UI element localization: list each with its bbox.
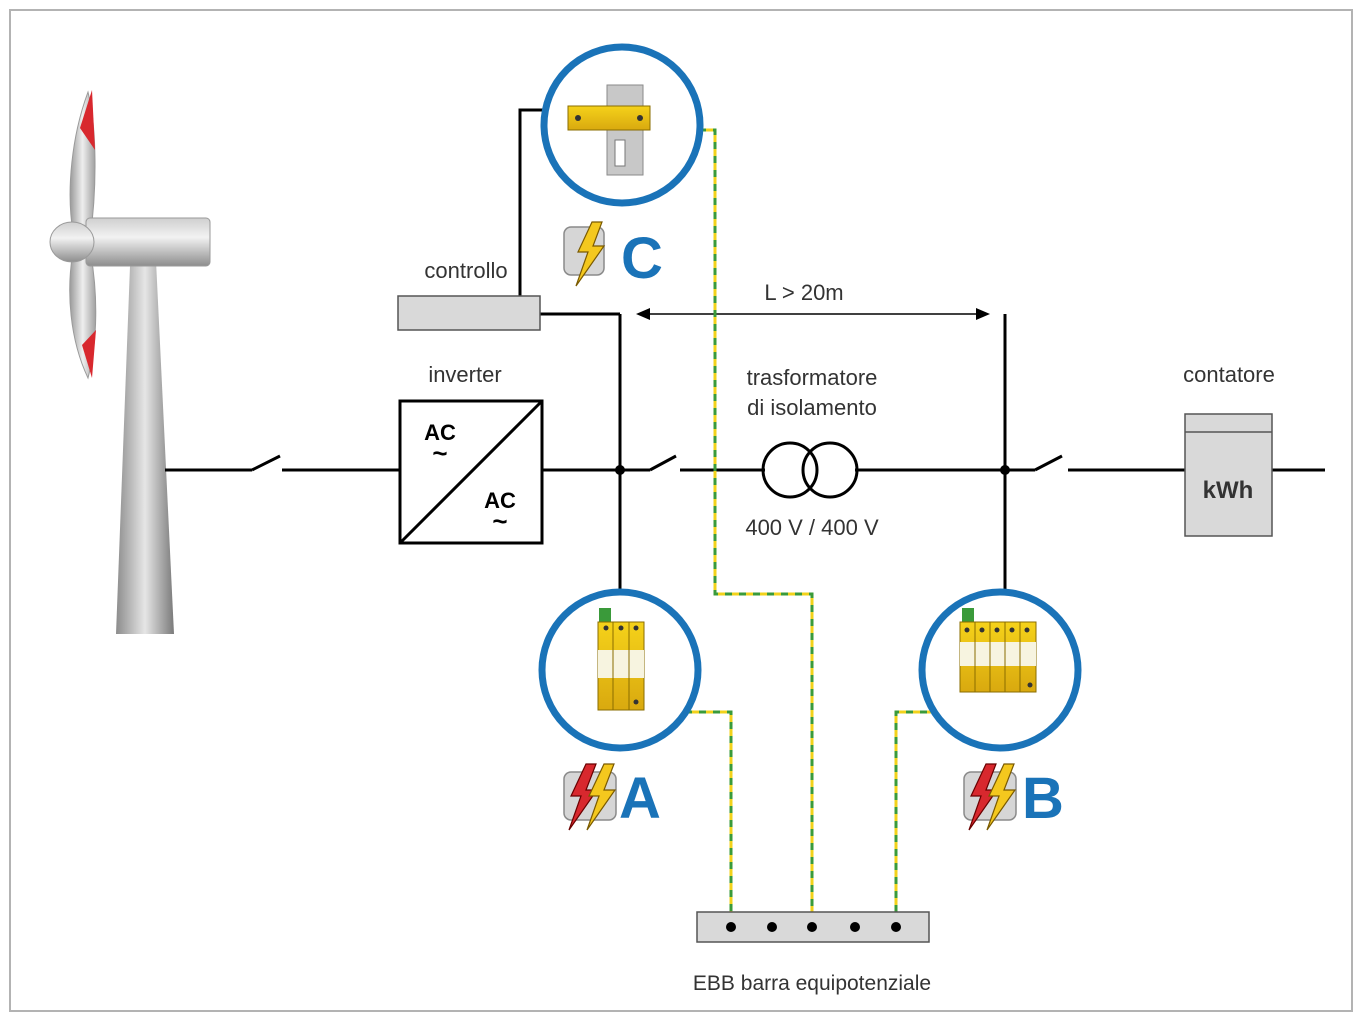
switch-1-icon (251, 454, 281, 472)
transformer-label-line2: di isolamento (747, 395, 877, 420)
wind-turbine-icon (49, 90, 211, 634)
inverter-ac-in-tilde: ~ (432, 438, 447, 468)
ebb-bar (696, 911, 930, 943)
switch-2-icon (649, 454, 677, 472)
distance-label: L > 20m (764, 280, 843, 305)
inverter-label: inverter (428, 362, 501, 387)
isolation-transformer-icon (761, 441, 859, 499)
distance-arrow (636, 308, 990, 320)
meter-unit: kWh (1203, 477, 1254, 504)
turbine-tower (116, 240, 174, 634)
type2-lightning-icon (563, 221, 606, 287)
turbine-nacelle (85, 217, 211, 267)
meter-label: contatore (1183, 362, 1275, 387)
spd-c-device (567, 105, 651, 131)
spd-a (538, 588, 702, 752)
spd-b-letter: B (1022, 766, 1064, 831)
inverter-ac-in-label: AC (424, 420, 456, 445)
inverter-ac-out-tilde: ~ (492, 506, 507, 536)
junction-dot-a (615, 465, 625, 475)
type1-type2-lightning-icon (963, 763, 1017, 831)
type1-type2-lightning-icon (563, 763, 617, 831)
turbine-hub (49, 221, 95, 263)
switch-3-icon (1034, 454, 1063, 472)
inverter-ac-out-label: AC (484, 488, 516, 513)
junction-dot-b (1000, 465, 1010, 475)
blade-tip-bottom (82, 330, 96, 378)
spd-a-letter: A (619, 766, 661, 831)
blade-tip-top (80, 90, 95, 150)
control-label: controllo (424, 258, 507, 283)
transformer-voltage: 400 V / 400 V (745, 515, 879, 540)
control-unit (397, 295, 541, 331)
ebb-label: EBB barra equipotenziale (693, 972, 931, 995)
transformer-label-line1: trasformatore (747, 365, 878, 390)
energy-meter: kWh (1184, 413, 1273, 537)
spd-c-letter: C (621, 226, 663, 291)
spd-c (540, 43, 704, 207)
inverter-block: AC ~ AC ~ (398, 399, 544, 545)
spd-b (918, 588, 1082, 752)
